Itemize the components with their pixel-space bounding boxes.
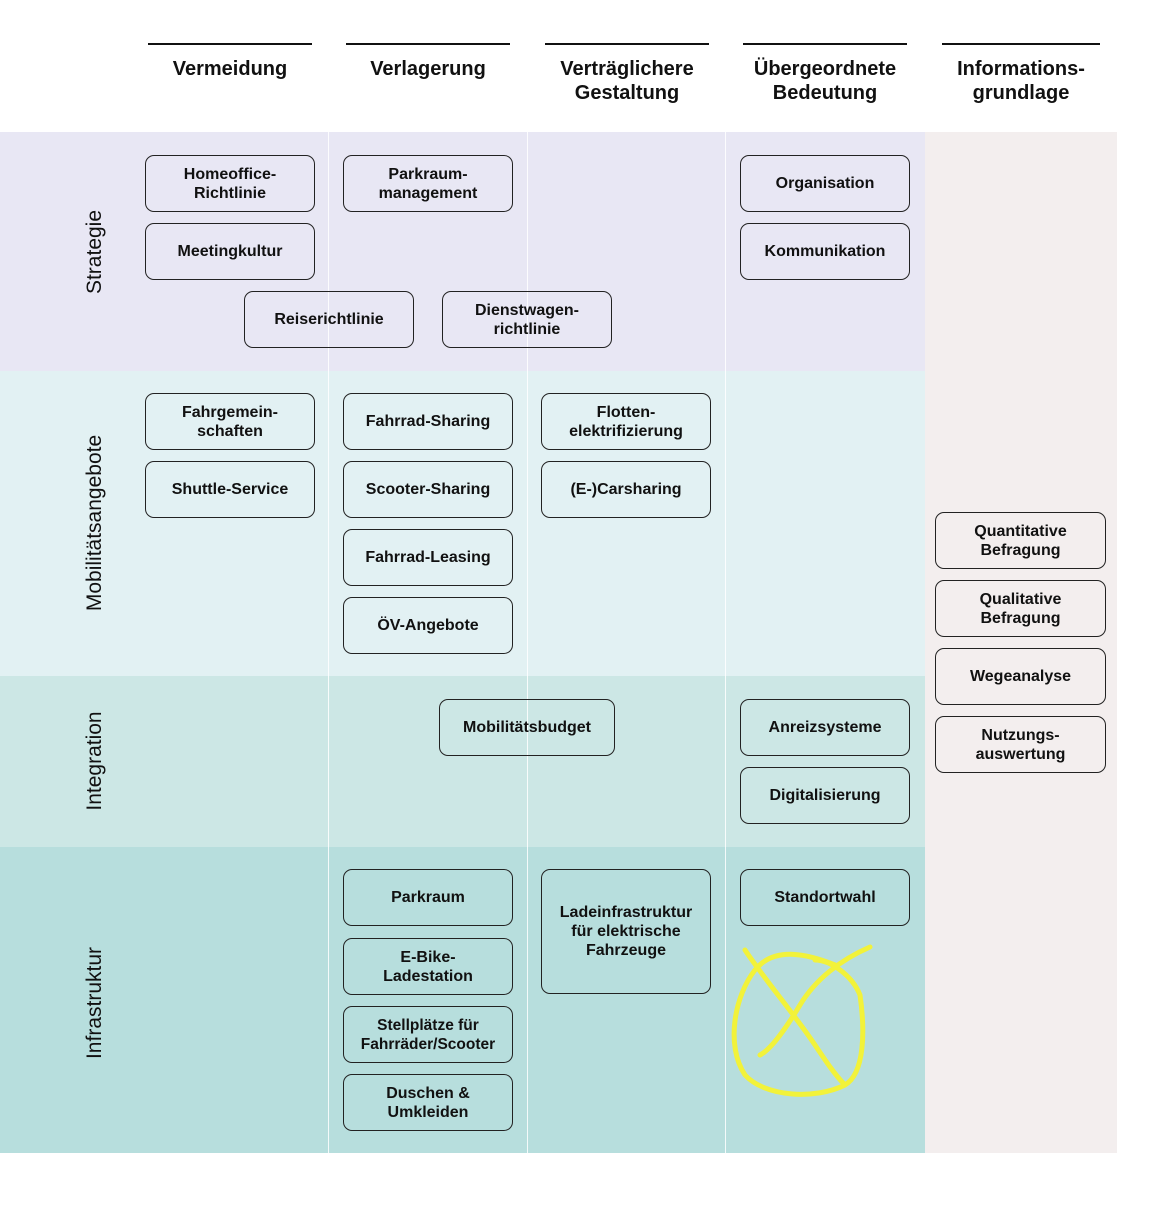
box-parkraum: Parkraum [343,869,513,926]
row-band-integration [0,676,925,847]
column-divider [328,132,329,1153]
box-flottenelektrifizierung: Flotten- elektrifizierung [541,393,711,450]
box-qualitative-befragung: Qualitative Befragung [935,580,1106,637]
box-quantitative-befragung: Quantitative Befragung [935,512,1106,569]
row-label-integration: Integration [83,711,106,811]
column-header-label: Vermeidung [172,58,288,80]
box-fahrrad-sharing: Fahrrad-Sharing [343,393,513,450]
box-mobilitaetsbudget: Mobilitätsbudget [439,699,615,756]
row-band-infrastruktur [0,847,925,1153]
row-label-strategie: Strategie [83,209,106,295]
box-scooter-sharing: Scooter-Sharing [343,461,513,518]
column-header-rule [346,43,510,45]
box-standortwahl: Standortwahl [740,869,910,926]
box-ladeinfrastruktur: Ladeinfrastruktur für elektrische Fahrze… [541,869,711,994]
box-kommunikation: Kommunikation [740,223,910,280]
column-header-rule [148,43,312,45]
box-oev-angebote: ÖV-Angebote [343,597,513,654]
row-band-mobilitaetsangebote [0,371,925,676]
box-duschen-umkleiden: Duschen & Umkleiden [343,1074,513,1131]
column-divider [527,132,528,1153]
info-column-band [925,132,1117,1153]
box-fahrrad-leasing: Fahrrad-Leasing [343,529,513,586]
box-ebike-ladestation: E-Bike- Ladestation [343,938,513,995]
yellow-x-scribble-icon [731,944,873,1097]
column-header-vertraeglichere-gestaltung: Verträglichere Gestaltung [545,43,709,105]
column-header-label: Verlagerung [370,58,486,80]
column-header-rule [942,43,1100,45]
column-header-informationsgrundlage: Informations- grundlage [942,43,1100,105]
box-nutzungsauswertung: Nutzungs- auswertung [935,716,1106,773]
box-meetingkultur: Meetingkultur [145,223,315,280]
box-shuttle-service: Shuttle-Service [145,461,315,518]
box-organisation: Organisation [740,155,910,212]
box-dienstwagenrichtlinie: Dienstwagen- richtlinie [442,291,612,348]
column-header-verlagerung: Verlagerung [346,43,510,81]
column-header-label: Informations- grundlage [957,58,1085,104]
box-digitalisierung: Digitalisierung [740,767,910,824]
column-divider [725,132,726,1153]
column-header-label: Verträglichere Gestaltung [560,58,694,104]
column-header-rule [545,43,709,45]
box-stellplaetze: Stellplätze für Fahrräder/Scooter [343,1006,513,1063]
box-fahrgemeinschaften: Fahrgemein- schaften [145,393,315,450]
box-carsharing: (E-)Carsharing [541,461,711,518]
box-reiserichtlinie: Reiserichtlinie [244,291,414,348]
box-homeoffice-richtlinie: Homeoffice- Richtlinie [145,155,315,212]
box-anreizsysteme: Anreizsysteme [740,699,910,756]
row-label-infrastruktur: Infrastruktur [83,946,106,1060]
box-wegeanalyse: Wegeanalyse [935,648,1106,705]
row-label-mobilitaetsangebote: Mobilitätsangebote [83,434,106,612]
row-band-strategie [0,132,925,371]
column-header-uebergeordnete-bedeutung: Übergeordnete Bedeutung [743,43,907,105]
box-parkraummanagement: Parkraum- management [343,155,513,212]
column-header-vermeidung: Vermeidung [148,43,312,81]
column-header-rule [743,43,907,45]
column-header-label: Übergeordnete Bedeutung [753,58,897,104]
